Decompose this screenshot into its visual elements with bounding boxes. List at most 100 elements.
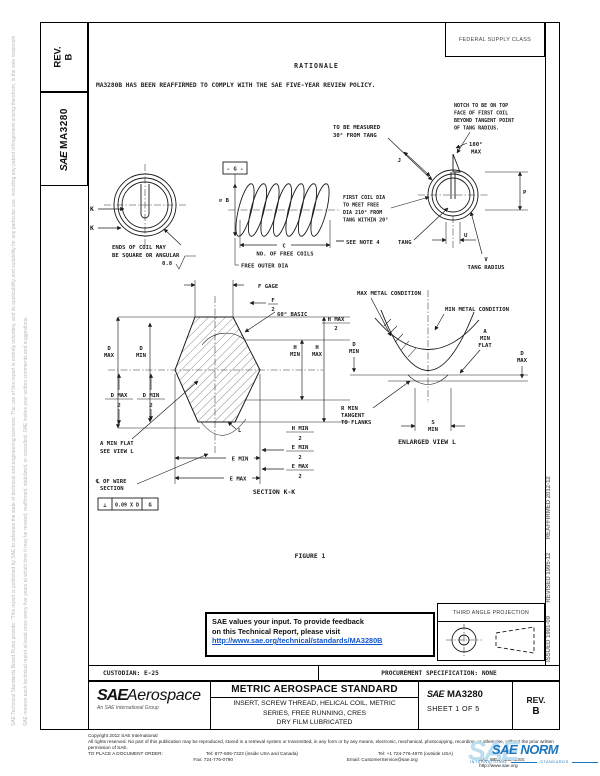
label-h-max-line2: MAX xyxy=(312,352,323,358)
label-a-min-flat2-line2: MIN xyxy=(480,336,491,342)
label-f-gage: F GAGE xyxy=(258,284,278,290)
label-e-max-half-den: 2 xyxy=(298,474,301,480)
frame-inner-right-line xyxy=(545,22,546,665)
label-ends-line1: ENDS OF COIL MAY xyxy=(112,245,167,251)
left-margin-disclaimer-line1: SAE Technical Standards Board Rules prov… xyxy=(11,36,17,726)
order-tel1: Tel: 877-606-7323 (inside USA and Canada… xyxy=(206,750,298,756)
label-s-min-line2: MIN xyxy=(428,427,439,433)
logo-aerospace-text: Aerospace xyxy=(126,687,201,704)
document-title-line1: INSERT, SCREW THREAD, HELICAL COIL, METR… xyxy=(233,700,396,708)
label-d-max-line1: D xyxy=(107,346,111,352)
sheet-number: SHEET 1 OF 5 xyxy=(427,704,480,713)
label-tang-radius-text: TANG RADIUS xyxy=(467,265,505,271)
label-first-coil-line4: TANG WITHIN 20° xyxy=(343,218,388,224)
order-email: Email: CustomerService@sae.org xyxy=(346,756,418,762)
enlarged-view-l: MAX METAL CONDITION MIN METAL CONDITION … xyxy=(341,290,528,446)
label-tang-radius-v: V xyxy=(484,257,488,263)
label-r-min-line1: R MIN xyxy=(341,406,358,412)
label-ends-line2: BE SQUARE OR ANGULAR xyxy=(112,253,180,259)
coil-end-outer-circle xyxy=(113,173,177,237)
left-margin-disclaimer-line2: SAE reviews each technical report at lea… xyxy=(23,316,29,726)
federal-supply-class-label: FEDERAL SUPPLY CLASS xyxy=(458,36,532,43)
label-max-metal: MAX METAL CONDITION xyxy=(357,291,422,297)
feedback-line2: on this Technical Report, please visit xyxy=(212,626,340,636)
label-first-coil-line1: FIRST COIL DIA xyxy=(343,195,385,201)
max-metal-curve xyxy=(374,317,480,350)
label-180-max-line2: MAX xyxy=(471,150,482,156)
order-label: TO PLACE A DOCUMENT ORDER: xyxy=(88,750,163,756)
label-e-max: E MAX xyxy=(230,477,247,483)
rationale-heading: RATIONALE xyxy=(294,62,339,70)
label-measured-line1: TO BE MEASURED xyxy=(333,125,381,131)
label-d-max-half-den: 2 xyxy=(117,403,120,409)
label-h-min-half-num: H MIN xyxy=(292,426,309,432)
doc-number-corner-box: SAEMA3280 xyxy=(40,92,88,186)
fcf-perpendicularity-symbol: ⊥ xyxy=(103,503,107,509)
frame-inner-left-line xyxy=(88,22,89,730)
feedback-link[interactable]: http://www.sae.org/technical/standards/M… xyxy=(212,636,383,645)
coil-end-view: K K ENDS OF COIL MAY BE SQUARE OR ANGULA… xyxy=(90,164,196,270)
logo-sae-text: SAE xyxy=(97,687,128,704)
label-first-coil-line2: TO MEET FREE xyxy=(343,203,379,209)
watermark-rule xyxy=(510,761,538,763)
admin-row: CUSTODIAN: E-25 PROCUREMENT SPECIFICATIO… xyxy=(88,665,560,681)
sae-aerospace-logo: SAEAerospace An SAE International Group xyxy=(89,682,211,729)
label-tang: TANG xyxy=(398,240,412,246)
doc-number-sae-logo: SAE xyxy=(427,689,445,699)
label-dia-b: ∅ B xyxy=(219,198,230,204)
custodian-cell: CUSTODIAN: E-25 xyxy=(89,666,319,680)
fcf-datum: G xyxy=(148,503,152,509)
figure-caption: FIGURE 1 xyxy=(295,552,326,560)
order-tel2: Tel: +1 724-776-4970 (outside USA) xyxy=(378,750,453,756)
label-h-max-line1: H xyxy=(315,345,318,351)
min-metal-curve xyxy=(380,309,475,371)
rights-line: All rights reserved. No part of this pub… xyxy=(88,738,554,750)
tang-end-view: NOTCH TO BE ON TOP FACE OF FIRST COIL BE… xyxy=(333,103,528,271)
third-angle-projection-box: THIRD ANGLE PROJECTION xyxy=(437,603,545,661)
label-h-min-line1: H xyxy=(293,345,296,351)
rev-corner-value: B xyxy=(64,53,75,61)
procurement-cell: PROCUREMENT SPECIFICATION: NONE xyxy=(381,669,497,677)
label-notch-line4: OF TANG RADIUS. xyxy=(454,126,499,132)
label-e-min: E MIN xyxy=(232,457,249,463)
revision-value: B xyxy=(532,705,540,717)
label-d-max2-line2: MAX xyxy=(517,358,528,364)
label-e-min-half-den: 2 xyxy=(298,455,301,461)
label-cl-wire-line1: ℄ OF WIRE xyxy=(95,478,127,485)
label-k-upper: K xyxy=(90,205,94,213)
footer-legal: Copyright 2012 SAE International All rig… xyxy=(88,733,556,768)
label-datum-g: - G - xyxy=(227,167,244,173)
label-d-max-line2: MAX xyxy=(104,353,115,359)
surface-finish-symbol xyxy=(175,255,196,270)
label-a-min-flat-line1: A MIN FLAT xyxy=(100,441,134,447)
label-e-min-half-num: E MIN xyxy=(292,445,309,451)
label-notch-line1: NOTCH TO BE ON TOP xyxy=(454,103,508,109)
label-d-min-line1: D xyxy=(139,346,143,352)
label-d-max2-line1: D xyxy=(520,351,524,357)
label-180-max-line1: 180° xyxy=(469,142,482,148)
document-number: MA3280 xyxy=(447,689,483,700)
label-e-max-half-num: E MAX xyxy=(292,464,309,470)
label-free-outer-dia: FREE OUTER DIA xyxy=(241,264,289,270)
sae-logo-small: SAE xyxy=(58,151,70,171)
label-dim-u: U xyxy=(464,233,468,239)
label-a-min-flat-line2: SEE VIEW L xyxy=(100,449,134,455)
label-enlarged-view-l: ENLARGED VIEW L xyxy=(398,438,456,446)
label-s-min-line1: S xyxy=(431,420,435,426)
figure-1-drawing: K K ENDS OF COIL MAY BE SQUARE OR ANGULA… xyxy=(90,103,528,560)
label-d-min-half-num: D MIN xyxy=(143,393,160,399)
document-title-line3: DRY FILM LUBRICATED xyxy=(276,719,353,727)
label-surface-roughness: 0.8 xyxy=(162,261,173,267)
label-r-min-line3: TO FLANKS xyxy=(341,420,372,426)
label-dim-p: P xyxy=(523,190,527,196)
feedback-box: SAE values your input. To provide feedba… xyxy=(205,612,435,657)
label-d-min-half-den: 2 xyxy=(149,403,152,409)
hex-wire-section xyxy=(174,316,261,423)
label-section-kk: SECTION K-K xyxy=(253,488,295,496)
feedback-line1: SAE values your input. To provide feedba… xyxy=(212,617,364,626)
rationale-text: MA3280B HAS BEEN REAFFIRMED TO COMPLY WI… xyxy=(96,82,376,89)
watermark-brand: SAE NORM xyxy=(492,742,559,757)
document-title-line2: SERIES, FREE RUNNING, CRES xyxy=(262,709,367,717)
